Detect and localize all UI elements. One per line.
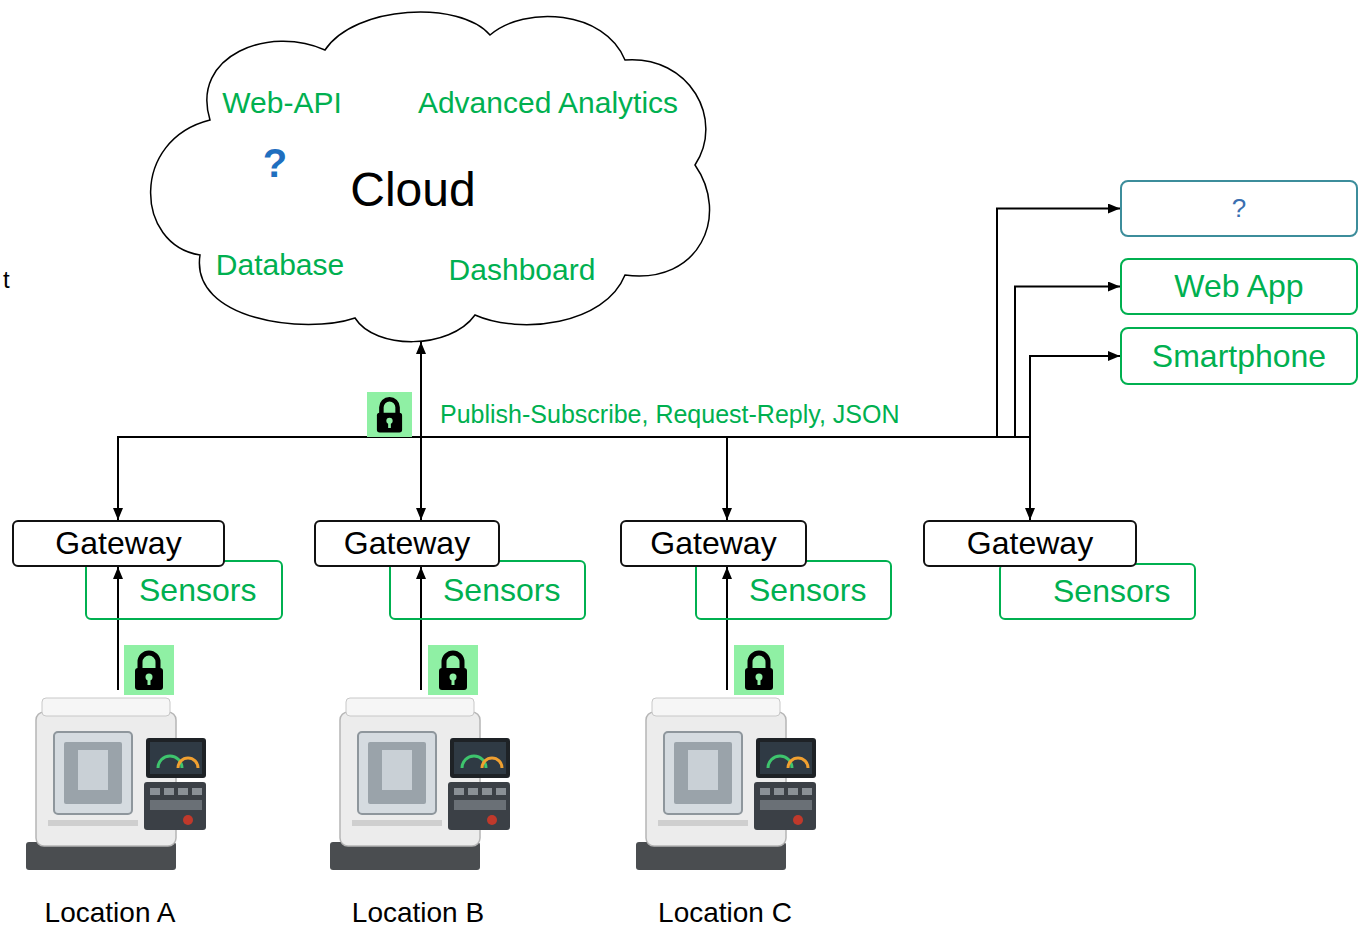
unknown-mark: ? <box>263 140 287 186</box>
sensors-box: Sensors <box>389 560 586 620</box>
lock-icon <box>428 645 478 695</box>
connector-arrow <box>421 342 727 520</box>
node-label: Sensors <box>1053 573 1170 610</box>
node-label: Location A <box>5 897 215 929</box>
node-label: Web App <box>1174 268 1303 305</box>
connector-arrow <box>118 342 421 520</box>
node-label: Gateway <box>55 525 181 562</box>
connector-arrow <box>421 342 1120 437</box>
machine-illustration <box>18 690 218 875</box>
connector-arrow <box>726 567 728 690</box>
connector-arrow <box>420 567 422 690</box>
gateway-box: Gateway <box>314 520 500 567</box>
machine-location: Location B <box>313 690 523 935</box>
client-box: ? <box>1120 180 1358 237</box>
service-label: Advanced Analytics <box>418 86 678 121</box>
node-label: Location C <box>620 897 830 929</box>
node-label: Gateway <box>344 525 470 562</box>
service-label: Web-API <box>222 86 342 121</box>
lock-icon <box>367 392 412 437</box>
drawing-part <box>124 645 174 695</box>
drawing-part <box>734 645 784 695</box>
sensors-box: Sensors <box>85 560 283 620</box>
connector-arrow <box>117 567 119 690</box>
machine-illustration <box>322 690 522 875</box>
drawing-part <box>26 698 206 870</box>
gateway-box: Gateway <box>923 520 1137 567</box>
node-label: Sensors <box>443 572 560 609</box>
machine-location: Location A <box>5 690 215 935</box>
sensors-box: Sensors <box>999 563 1196 620</box>
node-label: Sensors <box>139 572 256 609</box>
drawing-part <box>367 392 412 437</box>
lock-icon <box>124 645 174 695</box>
gateway-box: Gateway <box>620 520 807 567</box>
node-label: Smartphone <box>1152 338 1326 375</box>
client-box: Web App <box>1120 258 1358 315</box>
drawing-part <box>330 698 510 870</box>
cloud-shape: Web-API Advanced Analytics? CloudDatabase D… <box>130 0 710 345</box>
node-label: Sensors <box>749 572 866 609</box>
drawing-part <box>428 645 478 695</box>
sensors-box: Sensors <box>695 560 892 620</box>
node-label: Gateway <box>650 525 776 562</box>
gateway-box: Gateway <box>12 520 225 567</box>
node-label: ? <box>1232 194 1246 224</box>
node-label: Gateway <box>967 525 1093 562</box>
service-label: Database <box>216 248 344 283</box>
lock-icon <box>734 645 784 695</box>
machine-location: Location C <box>620 690 830 935</box>
protocol-label: Publish-Subscribe, Request-Reply, JSON <box>437 400 902 429</box>
client-box: Smartphone <box>1120 327 1358 385</box>
cropped-text: t <box>3 266 10 294</box>
connector-arrow <box>421 342 1030 520</box>
cloud-outline-path <box>151 12 710 342</box>
drawing-part <box>636 698 816 870</box>
node-label: Location B <box>313 897 523 929</box>
machine-illustration <box>628 690 828 875</box>
cloud-title: Cloud <box>350 162 475 217</box>
service-label: Dashboard <box>449 253 596 288</box>
